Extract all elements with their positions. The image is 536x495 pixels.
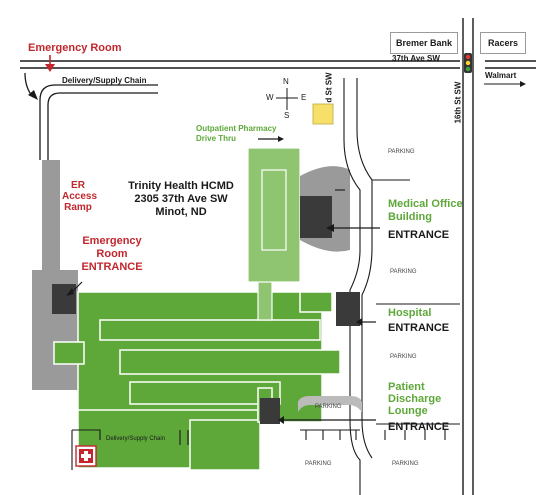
emergency-arrowhead-icon [45, 64, 55, 72]
discharge-loop [298, 396, 362, 412]
compass-e-label: E [301, 93, 307, 102]
parking-label: PARKING [390, 269, 417, 275]
compass-w-label: W [266, 93, 274, 102]
street-16th-label: 16th St SW [453, 81, 463, 124]
discharge-entrance-block [260, 398, 280, 424]
parking-label: PARKING [392, 461, 419, 467]
er-access-ramp-label: ER Access Ramp [62, 180, 98, 213]
hospital-arrowhead-icon [356, 318, 362, 326]
parking-road-lines [335, 78, 410, 495]
emergency-room-top-label: Emergency Room [28, 42, 122, 54]
medical-office-label: Medical Office Building [388, 198, 463, 223]
road-37th-ave [20, 60, 536, 69]
compass-n-label: N [283, 77, 289, 86]
patient-discharge-label: Patient Discharge Lounge [388, 381, 442, 417]
parking-label: PARKING [315, 404, 342, 410]
medical-office-entrance-label: ENTRANCE [388, 229, 450, 241]
er-access-ramp [42, 160, 60, 270]
parking-stalls [179, 303, 460, 445]
parking-label: PARKING [388, 149, 415, 155]
mob-arrowhead-icon [326, 224, 334, 232]
compass-icon [276, 88, 298, 110]
facility-info: Trinity Health HCMD 2305 37th Ave SW Min… [128, 180, 234, 218]
pharmacy-arrowhead-icon [278, 136, 284, 142]
connector-corridor [257, 279, 273, 321]
delivery-supply-top-label: Delivery/Supply Chain [62, 76, 147, 85]
traffic-light-icon [464, 53, 472, 73]
hospital-entrance-label: ENTRANCE [388, 322, 450, 334]
delivery-road-top [39, 84, 158, 160]
er-entrance-block [52, 284, 76, 314]
parking-label: PARKING [305, 461, 332, 467]
medical-office-entrance-block [300, 196, 332, 238]
outpatient-pharmacy-label: Outpatient Pharmacy Drive Thru [196, 124, 277, 143]
hospital-label: Hospital [388, 307, 432, 319]
street-partial-label: d St SW [324, 72, 334, 103]
street-37th-label: 37th Ave SW [392, 54, 440, 63]
arrow-head-icon [28, 90, 38, 100]
discharge-entrance-label: ENTRANCE [388, 421, 450, 433]
er-entrance-pointer [69, 281, 83, 295]
entrance-arrows [258, 138, 380, 421]
er-entrance-arrowhead-icon [66, 288, 74, 296]
first-aid-icon [75, 445, 97, 467]
main-hospital-building [53, 291, 341, 471]
hospital-entrance-block [336, 292, 360, 326]
pharmacy-inner [261, 169, 287, 251]
compass-s-label: S [284, 111, 290, 120]
bremer-bank-box: Bremer Bank [390, 32, 458, 54]
er-entrance-label: Emergency Room ENTRANCE [81, 235, 143, 273]
delivery-road-bottom [71, 429, 101, 470]
walmart-label: Walmart [485, 71, 517, 80]
delivery-supply-bottom-label: Delivery/Supply Chain [106, 436, 166, 442]
discharge-arrowhead-icon [278, 416, 284, 424]
parking-label: PARKING [390, 354, 417, 360]
road-16th-st [462, 18, 474, 495]
walmart-arrowhead-icon [520, 81, 526, 87]
yellow-marker [312, 103, 334, 125]
racers-box: Racers [480, 32, 526, 54]
